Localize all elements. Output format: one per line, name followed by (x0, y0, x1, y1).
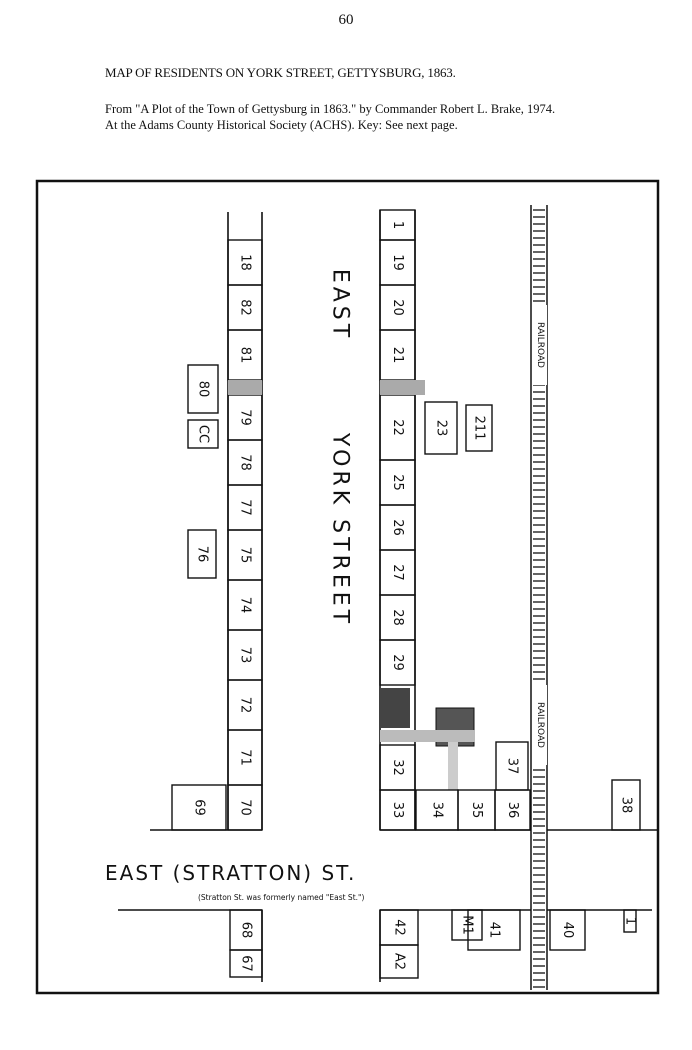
lot-label: 79 (238, 409, 253, 426)
cross-street-note: (Stratton St. was formerly named "East S… (198, 893, 364, 902)
alley-shading (448, 742, 458, 790)
lot-label: 78 (238, 454, 253, 471)
map-title: MAP OF RESIDENTS ON YORK STREET, GETTYSB… (105, 65, 456, 80)
outbuilding-shading (380, 688, 410, 728)
lot-label: 40 (560, 922, 575, 939)
lot-label: 35 (469, 802, 484, 819)
railroad-label: RAILROAD (535, 702, 545, 748)
lot-label: 67 (239, 955, 254, 972)
lot-label: 37 (505, 758, 520, 775)
source-line: From "A Plot of the Town of Gettysburg i… (105, 102, 556, 116)
lot-label: 36 (505, 802, 520, 819)
map-border (35, 179, 660, 995)
lot-label: 18 (238, 254, 253, 271)
lot-label: 21 (390, 347, 405, 364)
lot-box (379, 639, 416, 686)
lot-label: M1 (460, 915, 475, 935)
lot-label: 25 (390, 474, 405, 491)
lot-label: 1 (623, 917, 638, 925)
alley-shading (228, 380, 262, 395)
lot-label: CC (196, 425, 211, 443)
alley-shading (380, 730, 475, 742)
lot-label: 34 (430, 802, 445, 819)
lot-label: 33 (390, 802, 405, 819)
lot-label: 27 (390, 564, 405, 581)
lot-box (549, 909, 586, 951)
lot-label: 38 (619, 797, 634, 814)
lot-box (229, 949, 263, 978)
lot-label: 211 (472, 416, 487, 441)
lot-label: 32 (390, 759, 405, 776)
railroad-label-bg (533, 685, 547, 765)
cross-street-name: EAST (STRATTON) ST. (105, 861, 356, 885)
lot-label: 42 (392, 919, 407, 936)
alley-shading (380, 380, 425, 395)
lot-label: 82 (238, 299, 253, 316)
lot-box (495, 741, 529, 791)
lot-box (187, 529, 217, 579)
lot-label: A2 (392, 953, 407, 970)
lot-label: 19 (390, 254, 405, 271)
source-citation: From "A Plot of the Town of Gettysburg i… (105, 101, 555, 133)
lot-label: 41 (487, 922, 502, 939)
lot-label: 73 (238, 647, 253, 664)
lot-label: 20 (390, 299, 405, 316)
railroad-label-bg (533, 305, 547, 385)
lot-label: 72 (238, 697, 253, 714)
lot-label: 69 (192, 799, 207, 816)
source-line: At the Adams County Historical Society (… (105, 118, 458, 132)
lot-label: 29 (390, 654, 405, 671)
lot-label: 81 (238, 347, 253, 364)
lot-label: 71 (238, 749, 253, 766)
lot-box (379, 944, 419, 979)
lot-label: 23 (434, 420, 449, 437)
lot-label: 74 (238, 597, 253, 614)
lot-label: 28 (390, 609, 405, 626)
lot-label: 76 (195, 546, 210, 563)
lot-box (187, 419, 219, 449)
lot-box (451, 909, 483, 941)
lot-label: 26 (390, 519, 405, 536)
lot-box (467, 909, 521, 951)
lot-box (465, 404, 493, 452)
lot-label: 68 (239, 922, 254, 939)
lot-label: 70 (238, 799, 253, 816)
railroad-label: RAILROAD (535, 322, 545, 368)
lot-label: 1 (390, 221, 405, 229)
lot-label: 22 (390, 419, 405, 436)
lot-label: 75 (238, 547, 253, 564)
street-name-york: YORK STREET (328, 432, 353, 627)
lot-box (623, 909, 637, 933)
lot-box (187, 364, 219, 414)
street-name-east: EAST (328, 269, 353, 341)
page-number: 60 (338, 12, 354, 28)
lot-label: 80 (196, 381, 211, 398)
lot-label: 77 (238, 499, 253, 516)
lot-box (424, 401, 458, 455)
